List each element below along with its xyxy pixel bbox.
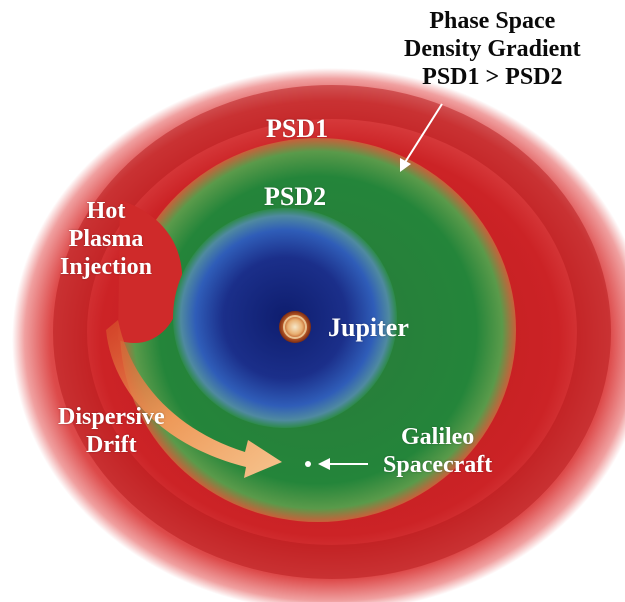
spacecraft-line-2: Spacecraft (383, 451, 493, 478)
injection-notch (118, 200, 183, 344)
dispersive-drift-arrow (106, 320, 282, 478)
drift-line-1: Dispersive (58, 404, 165, 430)
spacecraft-pointer-head (318, 458, 330, 470)
galileo-spacecraft-dot (305, 461, 311, 467)
drift-label: Dispersive Drift (58, 404, 165, 460)
injection-line-3: Injection (60, 253, 152, 280)
spacecraft-label: Galileo Spacecraft (383, 424, 492, 480)
injection-line-2: Plasma (68, 225, 144, 252)
title-line-2: Density Gradient (404, 35, 581, 62)
gradient-pointer-head (400, 158, 411, 172)
psd1-label: PSD1 (266, 114, 329, 143)
jupiter-ring (283, 315, 307, 339)
injection-label: Hot Plasma Injection (60, 198, 152, 281)
outer-red-band (53, 85, 611, 579)
injection-line-1: Hot (86, 198, 126, 224)
spacecraft-line-1: Galileo (400, 424, 475, 450)
drift-line-2: Drift (86, 431, 137, 458)
title-line-3: PSD1 > PSD2 (422, 63, 563, 90)
psd2-label: PSD2 (264, 182, 327, 211)
gradient-pointer-line (403, 103, 443, 165)
diagram-title: Phase Space Density Gradient PSD1 > PSD2 (404, 8, 581, 91)
jupiter-label: Jupiter (328, 313, 409, 342)
title-line-1: Phase Space (429, 8, 556, 34)
